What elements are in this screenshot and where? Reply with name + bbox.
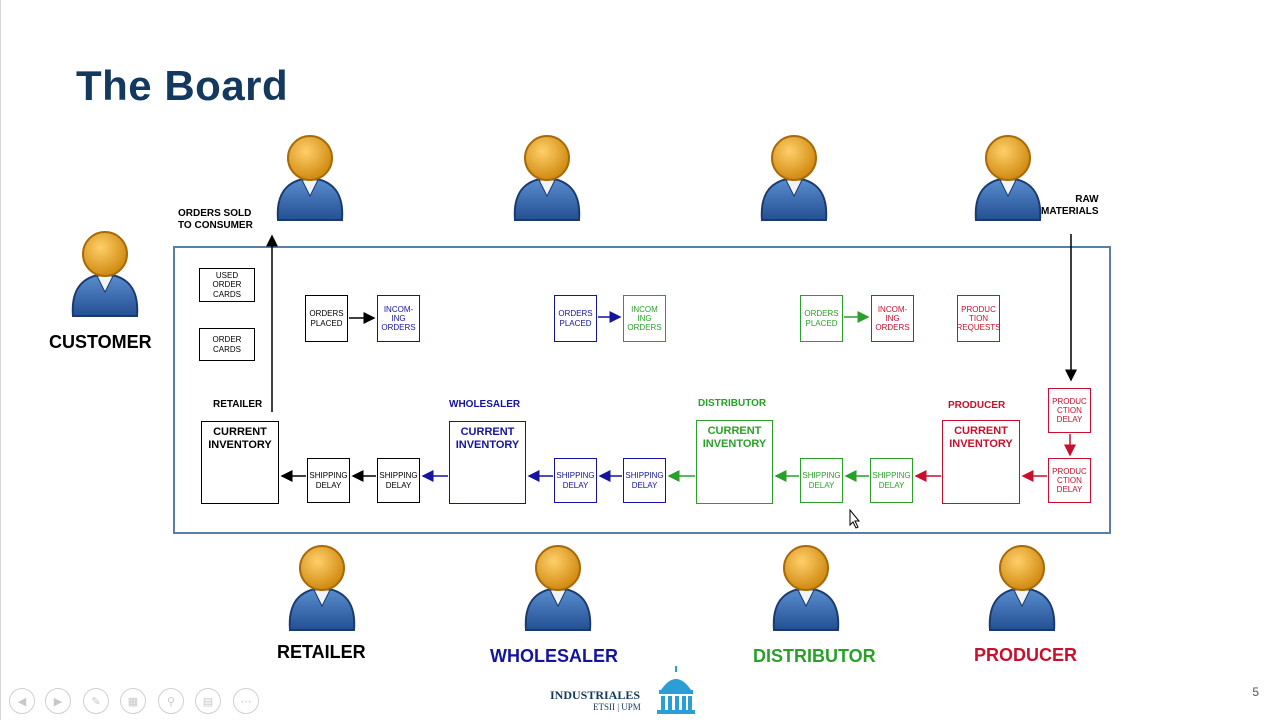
retailer-shipping-delay-2: SHIPPING DELAY (377, 458, 420, 503)
producer-production-requests: PRODUC TION REQUESTS (957, 295, 1001, 342)
customer-label: CUSTOMER (49, 332, 152, 352)
wholesaler-shipping-delay-1: SHIPPING DELAY (554, 458, 597, 503)
pen-icon[interactable]: ✎ (83, 688, 109, 714)
retailer-current-inventory: CURRENT INVENTORY (201, 421, 279, 504)
retailer-orders-placed: ORDERS PLACED (305, 295, 348, 342)
raw-materials-label: RAW MATERIALS (1041, 194, 1099, 217)
retailer-role-label: RETAILER (277, 642, 366, 662)
distributor-shipping-delay-1: SHIPPING DELAY (800, 458, 843, 503)
producer-current-inventory: CURRENT INVENTORY (942, 420, 1020, 504)
slide-title: The Board (76, 62, 289, 109)
wholesaler-role-label: WHOLESALER (490, 646, 618, 666)
orders-sold-label: ORDERS SOLD TO CONSUMER (178, 208, 253, 231)
producer-board-label: PRODUCER (948, 400, 1006, 411)
more-icon[interactable]: ⋯ (233, 688, 259, 714)
zoom-icon[interactable]: ⚲ (158, 688, 184, 714)
distributor-orders-placed: ORDERS PLACED (800, 295, 843, 342)
next-icon[interactable]: ▶ (45, 688, 71, 714)
retailer-shipping-delay-1: SHIPPING DELAY (307, 458, 350, 503)
logo-name: INDUSTRIALES (550, 688, 641, 702)
game-board (173, 246, 1111, 534)
distributor-current-inventory: CURRENT INVENTORY (696, 420, 773, 504)
distributor-board-label: DISTRIBUTOR (698, 398, 767, 409)
wholesaler-shipping-delay-2: SHIPPING DELAY (623, 458, 666, 503)
order-cards-box: ORDER CARDS (199, 328, 255, 361)
producer-role-label: PRODUCER (974, 645, 1078, 665)
wholesaler-orders-placed: ORDERS PLACED (554, 295, 597, 342)
wholesaler-board-label: WHOLESALER (449, 399, 521, 410)
mouse-cursor-icon (849, 508, 861, 529)
previous-icon[interactable]: ◀ (9, 688, 35, 714)
retailer-board-label: RETAILER (213, 399, 263, 410)
producer-production-delay-2: PRODUC CTION DELAY (1048, 458, 1091, 503)
page-number: 5 (1252, 685, 1259, 699)
retailer-incoming-orders: INCOM- ING ORDERS (377, 295, 420, 342)
used-order-cards-box: USED ORDER CARDS (199, 268, 255, 302)
wholesaler-incoming-orders: INCOM ING ORDERS (623, 295, 666, 342)
distributor-role-label: DISTRIBUTOR (753, 646, 876, 666)
distributor-incoming-orders: INCOM- ING ORDERS (871, 295, 914, 342)
subtitles-icon[interactable]: ▤ (195, 688, 221, 714)
logo-subtitle: ETSII | UPM (593, 702, 641, 712)
wholesaler-current-inventory: CURRENT INVENTORY (449, 421, 526, 504)
university-logo-icon (657, 666, 695, 714)
slides-icon[interactable]: ▦ (120, 688, 146, 714)
distributor-shipping-delay-2: SHIPPING DELAY (870, 458, 913, 503)
producer-production-delay-1: PRODUC CTION DELAY (1048, 388, 1091, 433)
